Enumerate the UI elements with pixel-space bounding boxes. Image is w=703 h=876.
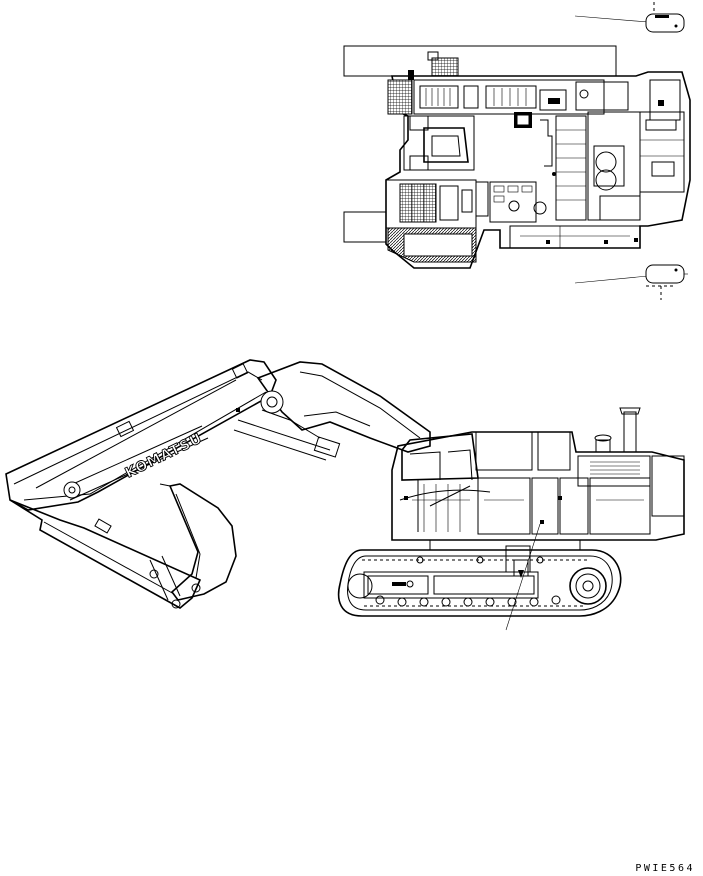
drawing-code: PWIE564 — [635, 863, 695, 874]
side-view: KOMATSU — [5, 359, 685, 631]
cab-outline — [401, 433, 479, 481]
arm-outline — [5, 359, 277, 511]
top-view — [343, 2, 691, 300]
radiator-grid-left — [387, 79, 413, 115]
upper-structure-outline — [385, 71, 691, 269]
boom-outline — [256, 361, 431, 453]
bucket-link-outline — [9, 499, 202, 609]
drive-sprocket — [569, 567, 607, 605]
boom-pin — [260, 390, 284, 414]
track-rollers — [375, 556, 561, 607]
callout-box-upper — [343, 45, 617, 77]
callout-box-lower — [343, 211, 387, 243]
top-right-label-plate — [574, 2, 685, 33]
leader-line-track — [505, 523, 541, 631]
exhaust-grid-top — [431, 57, 459, 77]
bottom-right-label-plate — [574, 264, 688, 300]
bucket-outline — [168, 483, 237, 601]
crawler-track — [337, 549, 622, 617]
